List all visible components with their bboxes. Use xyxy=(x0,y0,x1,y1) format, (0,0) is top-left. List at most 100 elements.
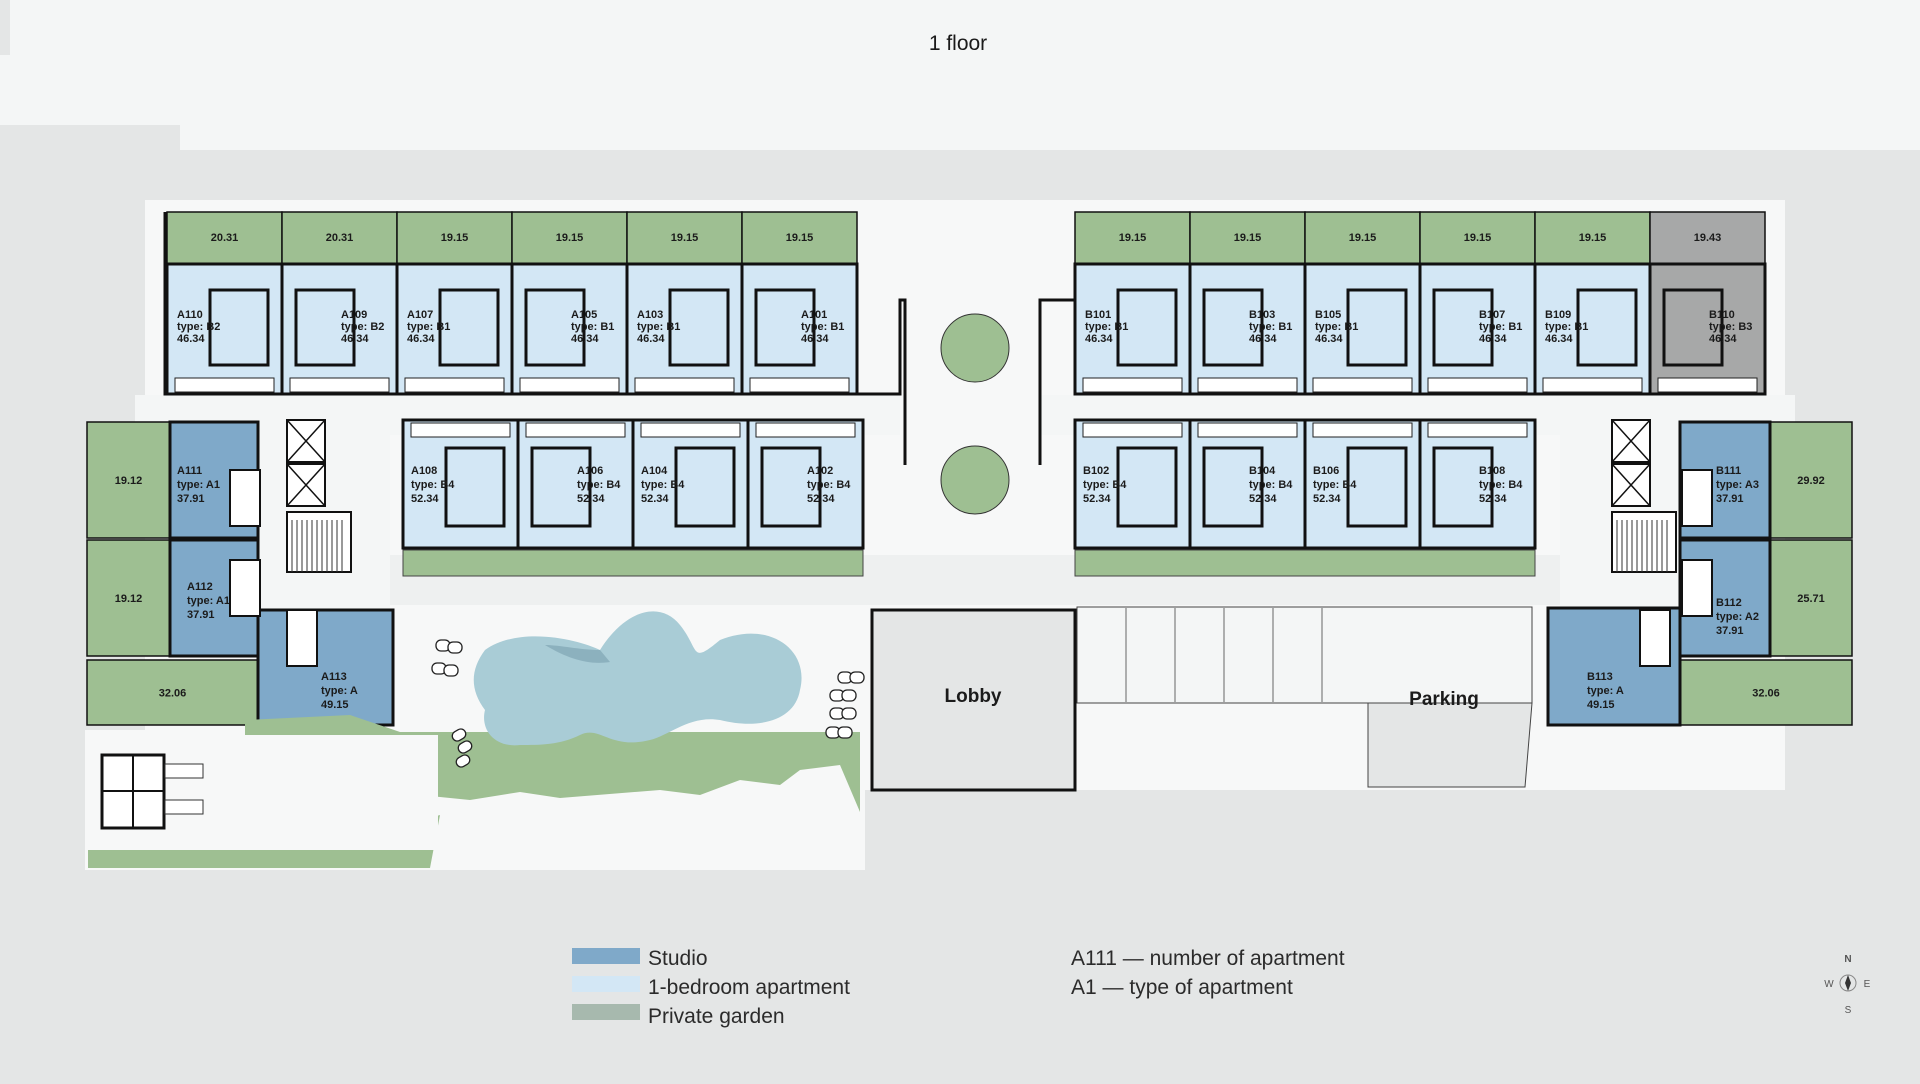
apartment-type: type: B4 xyxy=(1083,479,1127,491)
legend-label-one-bedroom: 1-bedroom apartment xyxy=(648,976,850,999)
apartment-area: 46.34 xyxy=(1479,333,1507,345)
bedroom xyxy=(444,446,506,528)
private-garden xyxy=(86,659,259,726)
apartment-area: 52.34 xyxy=(807,493,835,505)
bedroom xyxy=(1202,446,1264,528)
apartment-number: A109 xyxy=(341,309,367,321)
apartment-type: type: A3 xyxy=(1716,479,1759,491)
apartment-area: 52.34 xyxy=(577,493,605,505)
apartment-number: A105 xyxy=(571,309,597,321)
garden-area: 19.12 xyxy=(115,593,143,605)
bedroom xyxy=(1576,288,1638,367)
bathroom-fixtures xyxy=(174,377,275,393)
bedroom xyxy=(1346,446,1408,528)
garden-area: 32.06 xyxy=(159,688,187,700)
bedroom xyxy=(674,446,736,528)
apartment-type: type: A xyxy=(1587,685,1624,697)
bedroom xyxy=(438,288,500,367)
private-garden xyxy=(1769,421,1853,539)
apartment-number: A108 xyxy=(411,465,437,477)
private-garden xyxy=(86,539,171,657)
parking-label: Parking xyxy=(1409,689,1479,710)
utility-building xyxy=(100,753,204,830)
private-garden xyxy=(86,421,171,539)
apartment-unit xyxy=(625,262,744,396)
bedroom xyxy=(754,288,816,367)
bathroom-fixtures xyxy=(1542,377,1643,393)
legend-note-number: A111 — number of apartment xyxy=(1071,947,1345,970)
bathroom xyxy=(1681,559,1713,617)
bathroom-fixtures xyxy=(755,422,856,438)
apartment-number: A103 xyxy=(637,309,663,321)
garden-area: 29.92 xyxy=(1797,475,1825,487)
round-planter xyxy=(940,313,1010,383)
wall xyxy=(1038,298,1075,465)
bathroom-fixtures xyxy=(289,377,390,393)
bathroom xyxy=(286,609,318,667)
apartment-number: B110 xyxy=(1709,309,1735,321)
apartment-type: type: B4 xyxy=(1479,479,1523,491)
apartment-unit xyxy=(1073,262,1192,396)
apartment-type: type: B4 xyxy=(411,479,455,491)
elevator-cross xyxy=(286,419,326,463)
apartment-type: type: B1 xyxy=(1249,321,1292,333)
garden-area: 25.71 xyxy=(1797,593,1825,605)
bathroom-fixtures xyxy=(1082,377,1183,393)
apartment-a108: A108 type: B4 52.34 xyxy=(401,418,520,550)
swimming-pool xyxy=(473,611,802,746)
bathroom-fixtures xyxy=(1197,422,1298,438)
compass-w: W xyxy=(1824,979,1834,990)
bathroom xyxy=(1681,469,1713,527)
apartment-number: B109 xyxy=(1545,309,1571,321)
apartment-unit xyxy=(256,608,395,727)
apartment-type: type: B1 xyxy=(407,321,450,333)
bedroom xyxy=(524,288,586,367)
apartment-area: 46.34 xyxy=(1249,333,1277,345)
apartment-unit xyxy=(1648,262,1767,396)
lobby-block: Lobby xyxy=(870,608,1077,792)
garden-area: 19.15 xyxy=(1579,232,1607,244)
apartment-type: type: B3 xyxy=(1709,321,1752,333)
apartment-type: type: A2 xyxy=(1716,611,1759,623)
apartment-area: 37.91 xyxy=(177,493,205,505)
bedroom xyxy=(208,288,270,367)
apartment-area: 37.91 xyxy=(1716,625,1744,637)
bathroom-fixtures xyxy=(634,377,735,393)
apartment-number: B111 xyxy=(1716,465,1741,477)
apartment-unit xyxy=(510,262,629,396)
apartment-area: 52.34 xyxy=(1083,493,1111,505)
legend-label-studio: Studio xyxy=(648,947,708,970)
apartment-area: 52.34 xyxy=(1313,493,1341,505)
bathroom xyxy=(1639,609,1671,667)
garden-area: 19.12 xyxy=(115,475,143,487)
bathroom xyxy=(229,469,261,527)
bathroom-fixtures xyxy=(1312,377,1413,393)
apartment-unit xyxy=(1418,262,1537,396)
apartment-type: type: B1 xyxy=(1479,321,1522,333)
bathroom-fixtures xyxy=(525,422,626,438)
garden-area: 19.15 xyxy=(1234,232,1262,244)
bedroom xyxy=(760,446,822,528)
elevator-cross xyxy=(1611,419,1651,463)
garden-area: 19.43 xyxy=(1694,232,1722,244)
apartment-area: 46.34 xyxy=(407,333,435,345)
private-garden xyxy=(741,211,858,265)
lobby-label: Lobby xyxy=(945,686,1002,707)
apartment-number: A110 xyxy=(177,309,203,321)
bedroom xyxy=(530,446,592,528)
apartment-area: 52.34 xyxy=(411,493,439,505)
bedroom xyxy=(1116,288,1178,367)
legend: Studio 1-bedroom apartment Private garde… xyxy=(572,947,1345,1028)
garden-area: 19.15 xyxy=(441,232,469,244)
bathroom-fixtures xyxy=(410,422,511,438)
apartment-number: A106 xyxy=(577,465,603,477)
private-garden xyxy=(1649,211,1766,265)
